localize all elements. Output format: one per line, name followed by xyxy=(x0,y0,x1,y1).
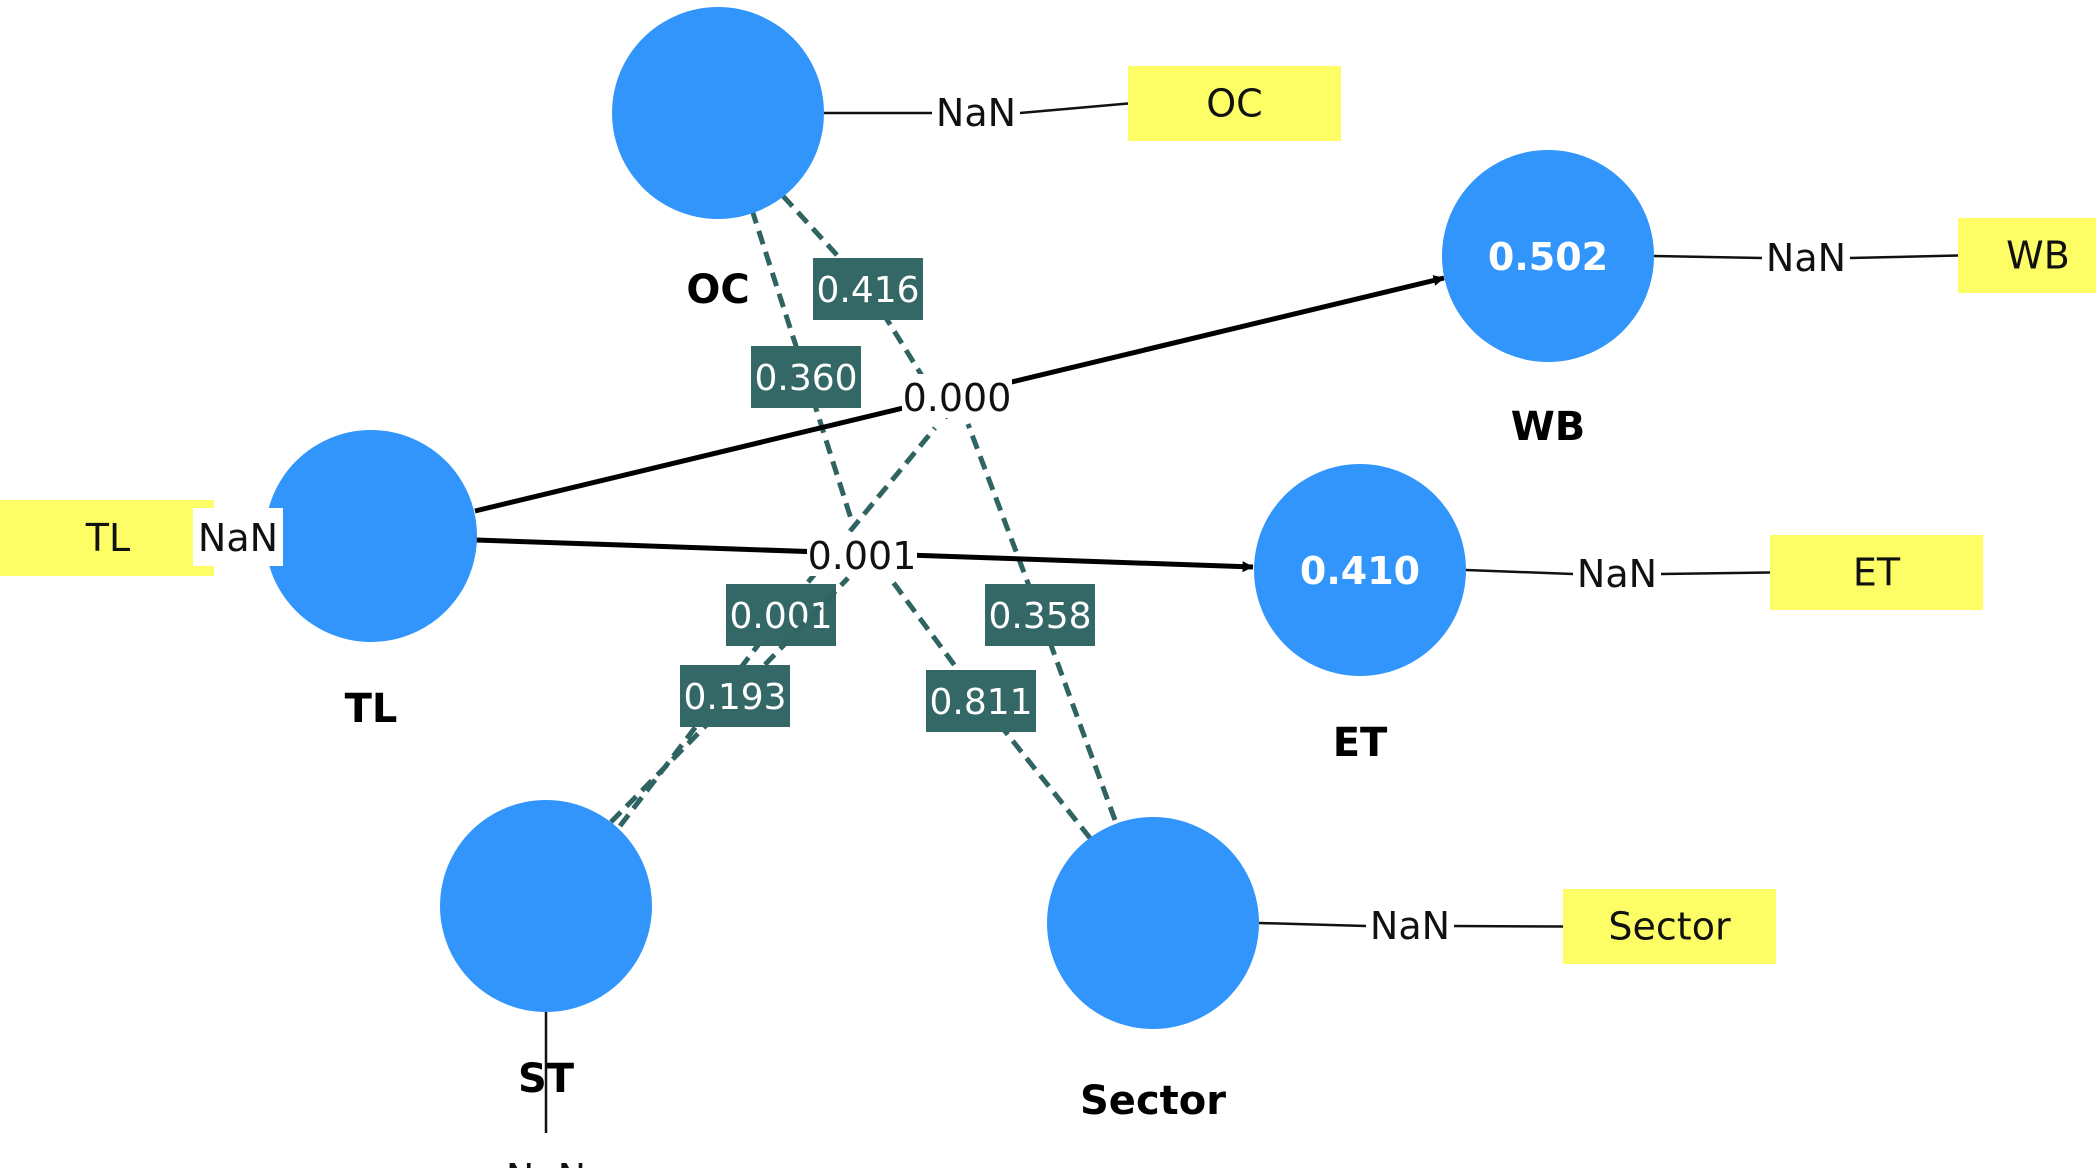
indicator-box[interactable] xyxy=(1128,66,1341,141)
moderation-label-box xyxy=(813,258,923,320)
outer-loading: NaN xyxy=(936,91,1016,135)
moderation-label-box xyxy=(726,584,836,646)
path-value-bg xyxy=(902,374,1012,418)
path-value-bg xyxy=(807,532,917,576)
r-squared-value: 0.502 xyxy=(1488,235,1608,279)
construct-circle[interactable] xyxy=(440,800,652,1012)
loading-line xyxy=(1660,571,1771,576)
indicator-et[interactable]: ET NaN xyxy=(1465,535,1983,610)
indicator-label: ET xyxy=(1853,551,1901,595)
moderation-value: 0.360 xyxy=(754,358,857,399)
moderation-value: 0.358 xyxy=(988,596,1091,637)
construct-name-oc: OC xyxy=(686,267,749,313)
moderation-lines-layer: 0.416 0.360 0.001 0.193 0.358 0.811 xyxy=(609,194,1118,840)
outer-loading: NaN xyxy=(1766,236,1846,280)
path-tl-wb[interactable]: 0.000 xyxy=(474,275,1445,514)
r-squared-value: 0.410 xyxy=(1300,549,1420,593)
construct-oc[interactable] xyxy=(612,7,824,219)
moderation-effect-st-tl-et[interactable]: 0.193 xyxy=(609,576,850,824)
outer-loading: NaN xyxy=(1370,904,1450,948)
outer-loading: NaN xyxy=(1577,552,1657,596)
indicator-st[interactable]: NaN xyxy=(506,1012,586,1168)
path-coefficient: 0.001 xyxy=(808,534,917,578)
construct-circle[interactable] xyxy=(1254,464,1466,676)
indicator-box[interactable] xyxy=(1958,218,2096,293)
construct-et[interactable]: 0.410 xyxy=(1254,464,1466,676)
moderation-line xyxy=(965,423,1118,821)
construct-name-st: ST xyxy=(518,1056,575,1102)
outer-loading: NaN xyxy=(198,516,278,560)
moderation-label-box xyxy=(751,346,861,408)
indicator-wb[interactable]: WB NaN xyxy=(1653,218,2096,293)
loading-tl-overlay: NaN xyxy=(193,508,283,566)
moderation-label-box xyxy=(985,584,1095,646)
moderation-value: 0.193 xyxy=(683,677,786,718)
path-lines-layer: 0.000 0.001 xyxy=(474,275,1445,578)
moderation-value: 0.001 xyxy=(729,596,832,637)
path-tl-et[interactable]: 0.001 xyxy=(475,532,1254,578)
loading-line xyxy=(1465,568,1574,576)
loading-line xyxy=(1453,924,1564,928)
loading-line xyxy=(1849,254,1959,260)
construct-name-et: ET xyxy=(1333,720,1388,766)
indicator-oc[interactable]: OC NaN xyxy=(824,66,1341,141)
moderation-effect-sector-tl-et[interactable]: 0.811 xyxy=(887,576,1092,840)
construct-circle[interactable] xyxy=(265,430,477,642)
indicator-label: Sector xyxy=(1608,905,1731,949)
moderation-label-box xyxy=(680,665,790,727)
construct-circle[interactable] xyxy=(612,7,824,219)
construct-circle[interactable] xyxy=(1047,817,1259,1029)
indicator-label: OC xyxy=(1206,82,1262,126)
indicator-label: TL xyxy=(85,516,130,560)
construct-layer: 0.502 0.410 xyxy=(265,7,1654,1029)
indicator-box[interactable] xyxy=(0,500,214,576)
indicator-box[interactable] xyxy=(1770,535,1983,610)
construct-sector[interactable] xyxy=(1047,817,1259,1029)
construct-st[interactable] xyxy=(440,800,652,1012)
indicator-label: WB xyxy=(2006,234,2070,278)
loading-line xyxy=(1258,921,1367,928)
construct-name-wb: WB xyxy=(1511,404,1586,450)
indicator-box[interactable] xyxy=(1563,889,1776,964)
label-layer: NaN OC WB TL ET ST Sector xyxy=(193,267,1585,1124)
path-coefficient: 0.000 xyxy=(903,376,1012,420)
moderation-value: 0.416 xyxy=(816,270,919,311)
construct-name-tl: TL xyxy=(345,686,398,732)
indicator-sector[interactable]: Sector NaN xyxy=(1258,889,1776,964)
moderation-value: 0.811 xyxy=(929,682,1032,723)
moderation-effect-sector-tl-wb[interactable]: 0.358 xyxy=(965,423,1118,821)
loading-line xyxy=(1019,102,1129,115)
moderation-line xyxy=(749,209,855,523)
construct-name-sector: Sector xyxy=(1080,1078,1226,1124)
loading-bg xyxy=(193,508,283,566)
loading-line xyxy=(1653,254,1763,260)
construct-circle[interactable] xyxy=(1442,150,1654,362)
moderation-effect-oc-tl-et[interactable]: 0.360 xyxy=(749,209,861,523)
moderation-line xyxy=(887,576,1092,840)
moderation-label-box xyxy=(926,670,1036,732)
outer-loading: NaN xyxy=(506,1156,586,1168)
construct-tl[interactable] xyxy=(265,430,477,642)
construct-wb[interactable]: 0.502 xyxy=(1442,150,1654,362)
